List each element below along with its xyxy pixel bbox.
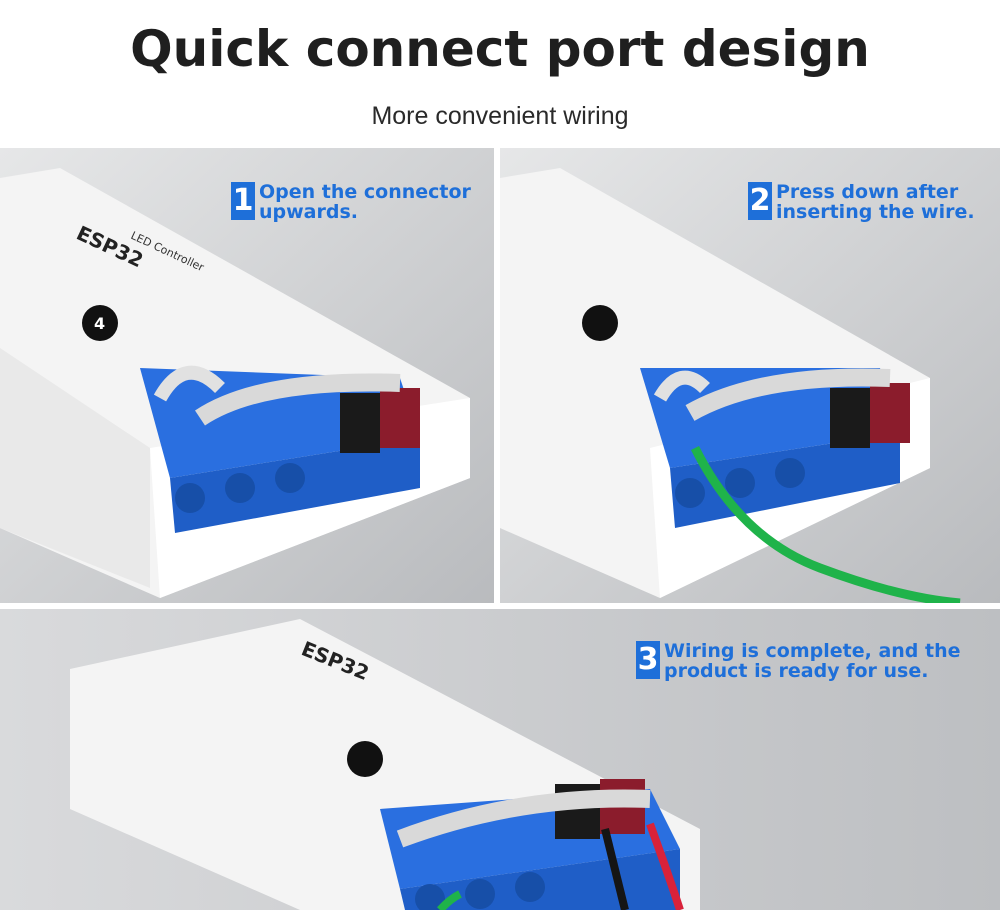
controller-open-illustration: ESP32 LED Controller 4: [0, 148, 494, 603]
outputs-count-text: 4: [94, 314, 105, 333]
green-wire: [690, 445, 961, 603]
black-wire: [601, 828, 629, 910]
step-2-photo: 2 Press down after inserting the wire.: [500, 148, 1000, 603]
controller-wire-inserted-illustration: [500, 148, 1000, 603]
step-1-callout: 1 Open the connector upwards.: [231, 182, 471, 222]
page-subtitle: More convenient wiring: [371, 102, 629, 130]
step-instruction: Wiring is complete, and the product is r…: [664, 640, 961, 682]
step-3-callout: 3 Wiring is complete, and the product is…: [636, 641, 961, 681]
page-title: Quick connect port design: [130, 20, 870, 78]
step-instruction: Press down after inserting the wire.: [776, 181, 975, 223]
controller-wired-illustration: ESP32: [0, 609, 1000, 910]
step-3-photo: ESP32 3 Wiring is complete, and the prod…: [0, 609, 1000, 910]
step-number-badge: 3: [636, 641, 660, 679]
step-number-badge: 2: [748, 182, 772, 220]
step-1-photo: ESP32 LED Controller 4 1 Open the connec…: [0, 148, 494, 603]
step-number-badge: 1: [231, 182, 255, 220]
step-instruction: Open the connector upwards.: [259, 181, 471, 223]
red-wire: [646, 822, 684, 910]
step-2-callout: 2 Press down after inserting the wire.: [748, 182, 975, 222]
